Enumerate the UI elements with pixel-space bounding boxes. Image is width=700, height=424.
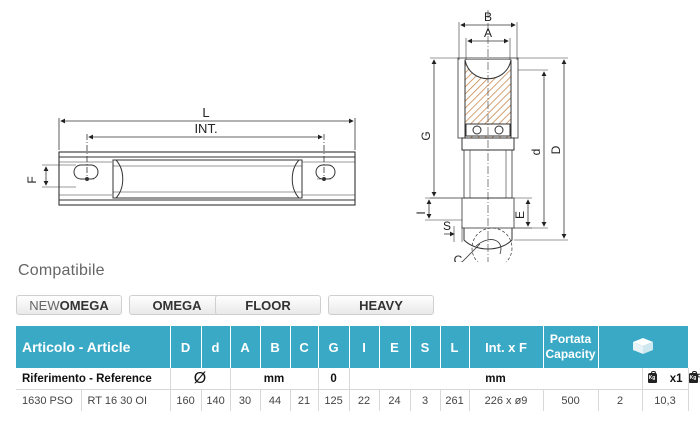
- table-header-row: Articolo - Article D d A B C G I E S L I…: [16, 326, 689, 368]
- tab-floor-label: FLOOR: [245, 297, 291, 313]
- cell-capacity: 500: [543, 389, 599, 411]
- cell-B: 44: [260, 389, 291, 411]
- header-S: S: [410, 326, 441, 368]
- header-D: D: [170, 326, 202, 368]
- header-E: E: [379, 326, 411, 368]
- cell-I: 22: [349, 389, 380, 411]
- label-G: G: [419, 131, 433, 140]
- cell-weight: 10,3: [642, 389, 689, 411]
- package-box-icon: [633, 337, 654, 354]
- table-units-row: Riferimento - Reference Ø mm 0 mm Kg x1 …: [16, 368, 700, 390]
- units-degree: 0: [318, 368, 350, 390]
- label-F: F: [25, 176, 39, 183]
- label-D: D: [549, 145, 563, 154]
- compatible-title: Compatibile: [18, 262, 105, 279]
- units-mm-1: mm: [230, 368, 319, 390]
- tab-heavy[interactable]: HEAVY: [328, 295, 434, 315]
- tab-new-omega-prefix: NEW: [29, 297, 60, 313]
- cell-number: 2: [598, 389, 643, 411]
- tab-omega[interactable]: OMEGA: [129, 295, 225, 315]
- label-E: E: [513, 211, 527, 219]
- units-diameter: Ø: [170, 368, 231, 390]
- cell-int-x-f: 226 x ø9: [469, 389, 544, 411]
- header-G: G: [318, 326, 350, 368]
- label-d: d: [529, 149, 543, 156]
- table-row: 1630 PSO RT 16 30 OI 160 140 30 44 21 12…: [16, 389, 689, 411]
- label-L: L: [202, 105, 209, 120]
- label-A: A: [484, 26, 492, 40]
- cell-d: 140: [201, 389, 231, 411]
- header-capacity-line2: Capacity: [545, 347, 596, 361]
- cell-ref: RT 16 30 OI: [81, 389, 171, 411]
- front-view: [42, 118, 356, 206]
- specification-table: Articolo - Article D d A B C G I E S L I…: [16, 326, 700, 411]
- cell-S: 3: [410, 389, 441, 411]
- units-x1: x1: [669, 372, 683, 385]
- units-reference: Riferimento - Reference: [16, 368, 171, 390]
- cell-D: 160: [170, 389, 202, 411]
- label-S: S: [443, 219, 451, 233]
- cell-G: 125: [318, 389, 350, 411]
- cell-C: 21: [290, 389, 319, 411]
- header-d: d: [201, 326, 231, 368]
- cell-L: 261: [440, 389, 470, 411]
- weight-icon: Kg: [688, 371, 698, 384]
- cell-code: 1630 PSO: [16, 389, 82, 411]
- weight-icon: Kg: [647, 371, 657, 384]
- cell-A: 30: [230, 389, 261, 411]
- label-C: C: [454, 253, 463, 262]
- header-I: I: [349, 326, 380, 368]
- side-view: [425, 10, 568, 262]
- header-C: C: [290, 326, 319, 368]
- header-B: B: [260, 326, 291, 368]
- tab-new-omega-label: OMEGA: [59, 297, 109, 313]
- units-mm-2: mm: [349, 368, 643, 390]
- header-package: [598, 326, 689, 368]
- label-I: I: [414, 211, 428, 214]
- technical-drawings: L INT. F: [25, 10, 568, 262]
- header-L: L: [440, 326, 470, 368]
- label-INT: INT.: [194, 121, 217, 136]
- cell-E: 24: [379, 389, 411, 411]
- tab-floor[interactable]: FLOOR: [215, 295, 321, 315]
- units-capacity: Kg x1: [642, 368, 689, 390]
- header-capacity-line1: Portata: [549, 332, 592, 346]
- tab-omega-label: OMEGA: [152, 297, 202, 313]
- label-B: B: [484, 10, 492, 24]
- header-int-x-f: Int. x F: [469, 326, 544, 368]
- header-capacity: Portata Capacity: [543, 326, 599, 368]
- tab-heavy-label: HEAVY: [359, 297, 403, 313]
- header-article: Articolo - Article: [16, 326, 171, 368]
- header-A: A: [230, 326, 261, 368]
